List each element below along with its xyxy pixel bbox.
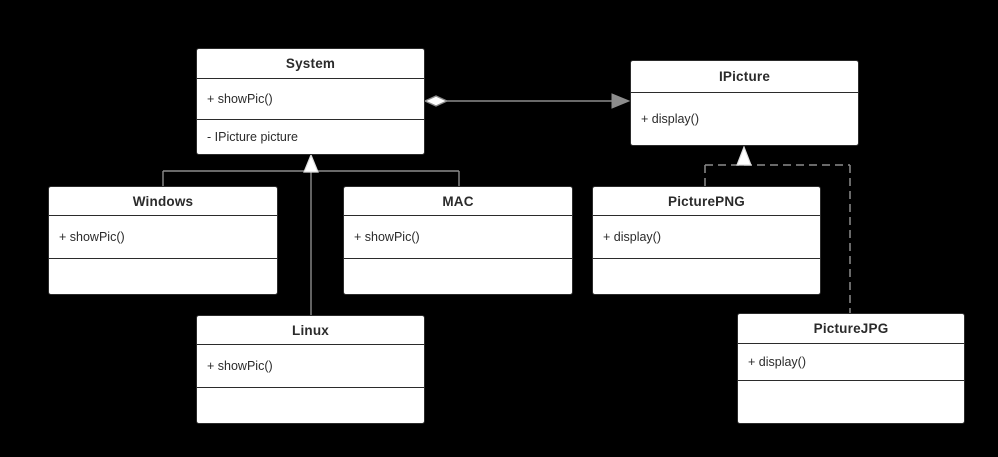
class-member-windows-0: + showPic() <box>49 215 277 257</box>
class-member-linux-0: + showPic() <box>197 344 424 386</box>
class-box-windows[interactable]: Windows + showPic() <box>48 186 278 295</box>
class-title-ipicture: IPicture <box>718 69 771 85</box>
class-box-ipicture[interactable]: IPicture + display() <box>630 60 859 146</box>
class-title-picturepng: PicturePNG <box>667 193 746 209</box>
class-member-linux-1 <box>197 386 424 423</box>
class-title-windows: Windows <box>132 193 194 209</box>
class-member-windows-1 <box>49 257 277 294</box>
class-box-linux[interactable]: Linux + showPic() <box>196 315 425 424</box>
class-box-mac[interactable]: MAC + showPic() <box>343 186 573 295</box>
class-member-picturejpg-0: + display() <box>738 343 964 379</box>
hollow-diamond-icon <box>423 95 449 107</box>
class-member-mac-0: + showPic() <box>344 215 572 257</box>
edge-system-to-ipicture[interactable] <box>423 93 631 109</box>
class-member-picturepng-0: + display() <box>593 215 820 257</box>
class-member-picturejpg-1 <box>738 379 964 423</box>
solid-arrow-icon <box>611 93 631 109</box>
class-member-mac-1 <box>344 257 572 294</box>
class-member-ipicture-0: + display() <box>631 92 858 145</box>
class-box-picturejpg[interactable]: PictureJPG + display() <box>737 313 965 424</box>
class-box-system[interactable]: System + showPic() - IPicture picture <box>196 48 425 155</box>
class-title-linux: Linux <box>292 322 329 338</box>
class-title-mac: MAC <box>442 193 474 209</box>
class-title-system: System <box>285 56 336 72</box>
class-member-system-1: - IPicture picture <box>197 118 424 154</box>
class-member-picturepng-1 <box>593 257 820 294</box>
class-title-picturejpg: PictureJPG <box>813 321 889 337</box>
class-member-system-0: + showPic() <box>197 78 424 118</box>
class-box-picturepng[interactable]: PicturePNG + display() <box>592 186 821 295</box>
hollow-triangle-icon-ipicture <box>736 145 752 166</box>
hollow-triangle-icon-system <box>303 153 319 173</box>
